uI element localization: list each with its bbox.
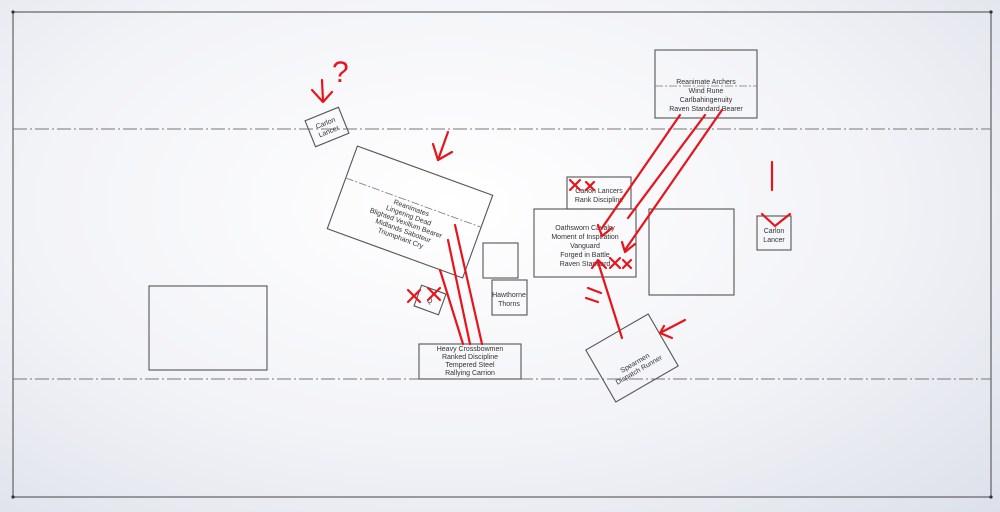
blank-terrain-right[interactable] [648,208,735,296]
unit-heavy-crossbowmen[interactable]: Heavy Crossbowmen Ranked Discipline Temp… [418,343,522,380]
unit-line: Tempered Steel [445,362,494,369]
unit-line: Ranked Discipline [442,354,498,361]
table-border [12,11,992,498]
unit-line: Moment of Inspiration [551,234,618,241]
unit-carlon-lancer-right[interactable]: Carlon Lancer [756,215,792,251]
unit-line: Rallying Carrion [445,370,495,377]
blank-square-center[interactable] [482,242,519,279]
unit-hawthorne-thorns[interactable]: Hawthorne Thorns [491,279,528,316]
unit-line: Q [426,297,434,306]
unit-line: Forged in Battle [560,252,610,259]
unit-line: Raven Standard [560,261,611,268]
unit-oathsworn-cavalry[interactable]: Oathsworn Cavalry Moment of Inspiration … [533,208,637,278]
frame-vertices [11,10,993,499]
unit-line: Rank Discipline [575,197,623,204]
question-mark: ? [332,56,349,89]
unit-line: Thorns [498,301,520,308]
unit-line: Raven Standard Bearer [669,106,743,113]
unit-line: Carlon [764,228,785,235]
unit-line: Carlon Lancers [575,188,623,195]
unit-carlon-lancer-left[interactable]: Carlon Lancer [304,106,350,148]
unit-line: Wind Rune [689,88,724,95]
unit-line: Heavy Crossbowmen [437,346,504,353]
unit-reanimates[interactable]: Reanimates Lingering Dead Blighted Vexil… [326,145,494,279]
unit-line: Reanimate Archers [676,79,736,86]
unit-line: Vanguard [570,243,600,250]
red-markup: ? [310,56,792,346]
unit-carlon-lancers-center[interactable]: Carlon Lancers Rank Discipline [566,176,632,210]
arrow-carlon-left [320,78,325,103]
blank-terrain-left[interactable] [148,285,268,371]
unit-small-square[interactable]: Q [413,284,447,316]
unit-line: Oathsworn Cavalry [555,225,615,232]
unit-line: Hawthorne [492,292,526,299]
unit-line: Lancer [763,237,785,244]
unit-reanimate-archers[interactable]: Reanimate Archers Wind Rune Carlbahingen… [654,49,758,119]
unit-line: Carlbahingenuity [680,97,733,104]
